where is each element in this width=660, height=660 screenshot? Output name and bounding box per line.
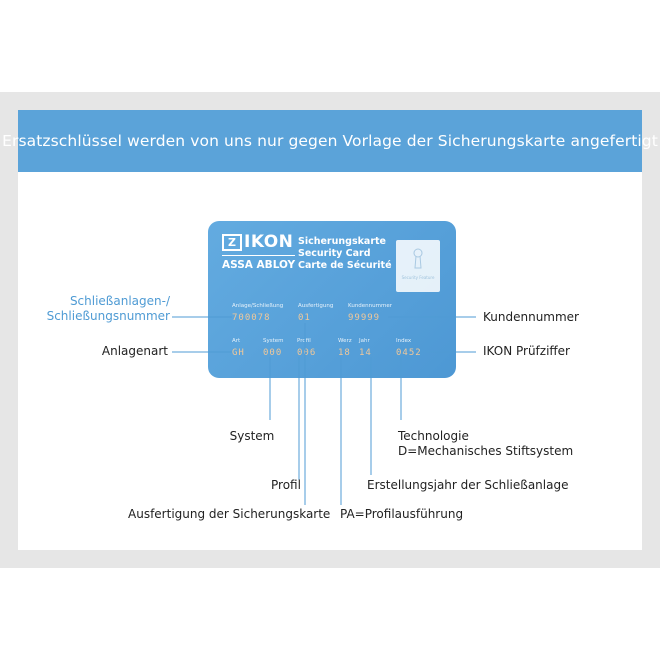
field-value-index: 0452 <box>396 348 422 358</box>
card-title-line: Sicherungskarte <box>298 236 387 247</box>
label-line: Schließungsnummer <box>46 309 170 323</box>
label-profil: Profil <box>271 478 301 492</box>
ikon-logo-text: IKON <box>244 232 294 252</box>
label-anlagenart: Anlagenart <box>101 344 168 358</box>
keyhole-icon <box>413 248 423 269</box>
label-erstellungsjahr: Erstellungsjahr der Schließanlage <box>367 478 569 492</box>
field-label-profil: Profil <box>297 338 311 344</box>
ikon-logo: Z IKON <box>222 232 293 252</box>
field-label-kundennummer: Kundennummer <box>348 303 392 309</box>
field-label-index: Index <box>396 338 412 344</box>
field-label-art: Art <box>232 338 241 344</box>
field-label-system: System <box>263 338 284 344</box>
security-card: Z IKON ASSA ABLOY Sicherungskarte Securi… <box>208 221 456 378</box>
label-pa: PA=Profilausführung <box>340 507 464 521</box>
field-value-profil: 006 <box>297 348 317 358</box>
header-title: Ersatzschlüssel werden von uns nur gegen… <box>2 132 658 150</box>
field-value-art: GH <box>232 348 245 358</box>
assa-abloy-logo: ASSA ABLOY <box>222 255 296 271</box>
card-title-line: Security Card <box>298 248 371 259</box>
field-label-jahr: Jahr <box>359 338 370 344</box>
label-line: D=Mechanisches Stiftsystem <box>398 444 574 458</box>
label-line: Schließanlagen-/ <box>69 294 170 308</box>
field-value-jahr: 14 <box>359 348 372 358</box>
field-label-anlage: Anlage/Schließung <box>232 303 284 309</box>
card-title: Sicherungskarte Security Card Carte de S… <box>298 236 392 272</box>
label-technologie: Technologie D=Mechanisches Stiftsystem <box>398 429 573 459</box>
security-window: Security Feature <box>396 240 440 292</box>
field-label-ausfertigung: Ausfertigung <box>298 303 334 309</box>
label-system: System <box>229 429 275 443</box>
ikon-logo-box: Z <box>222 233 242 251</box>
label-kundennummer: Kundennummer <box>483 310 579 324</box>
header-banner: Ersatzschlüssel werden von uns nur gegen… <box>2 110 658 172</box>
field-value-anlage: 700078 <box>232 313 271 323</box>
label-pruefziffer: IKON Prüfziffer <box>483 344 570 358</box>
field-value-werz: 18 <box>338 348 351 358</box>
label-schliessanlagen: Schließanlagen-/ Schließungsnummer <box>40 294 170 324</box>
field-value-system: 000 <box>263 348 283 358</box>
window-caption: Security Feature <box>401 275 435 280</box>
field-value-kundennummer: 99999 <box>348 313 381 323</box>
field-value-ausfertigung: 01 <box>298 313 311 323</box>
label-line: Technologie <box>398 429 469 443</box>
field-label-werz: Werz <box>338 338 352 344</box>
label-ausfertigung: Ausfertigung der Sicherungskarte <box>128 507 331 521</box>
card-title-line: Carte de Sécurité <box>298 260 392 271</box>
